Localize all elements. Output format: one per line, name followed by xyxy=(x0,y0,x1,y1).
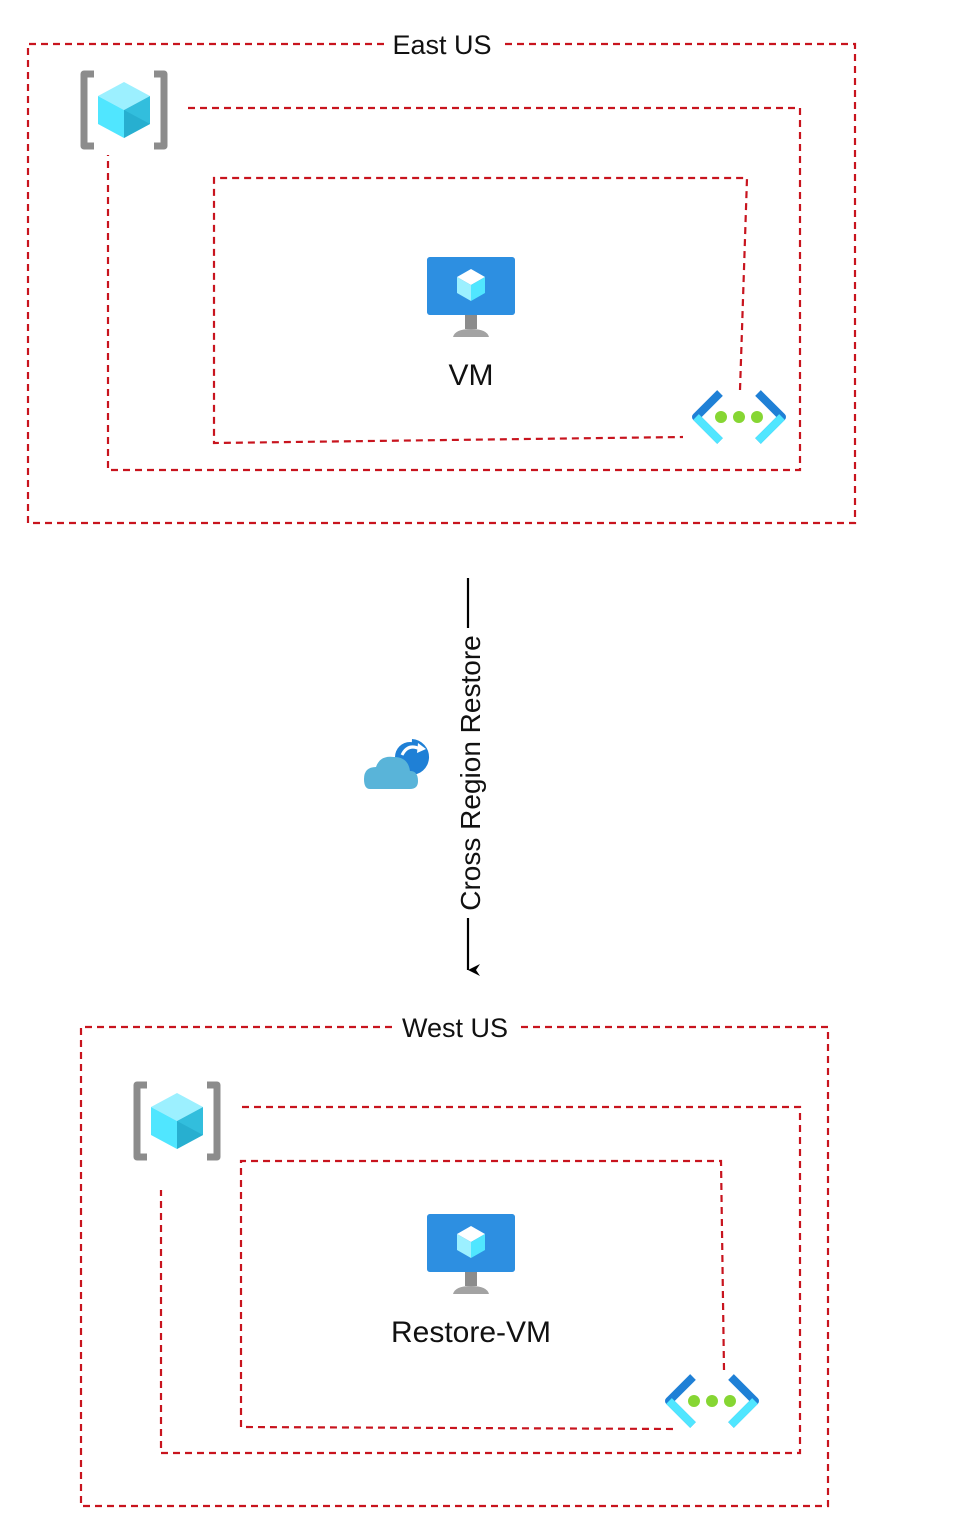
resource-group-boundary xyxy=(159,1105,802,1455)
region-boundary xyxy=(79,1025,830,1508)
region-boundary xyxy=(26,42,857,525)
cross-region-connector: Cross Region Restore xyxy=(364,578,486,976)
region-label: East US xyxy=(392,30,491,60)
virtual-machine-icon[interactable] xyxy=(427,257,515,337)
resource-group-icon xyxy=(84,74,164,146)
vm-label: Restore-VM xyxy=(391,1316,551,1349)
resource-group-boundary xyxy=(106,106,802,472)
cloud-backup-icon xyxy=(364,739,430,789)
virtual-machine-icon[interactable] xyxy=(427,1214,515,1294)
connector-label: Cross Region Restore xyxy=(455,635,486,910)
virtual-network-icon[interactable] xyxy=(696,393,782,441)
region-label: West US xyxy=(402,1013,508,1043)
vnet-boundary xyxy=(212,176,749,445)
region-east-us: East US VM xyxy=(26,30,857,525)
resource-group-icon xyxy=(137,1085,217,1157)
virtual-network-icon[interactable] xyxy=(669,1377,755,1425)
region-west-us: West US Restore-VM xyxy=(79,1013,830,1508)
vm-label: VM xyxy=(449,359,494,392)
vnet-boundary xyxy=(239,1159,726,1431)
